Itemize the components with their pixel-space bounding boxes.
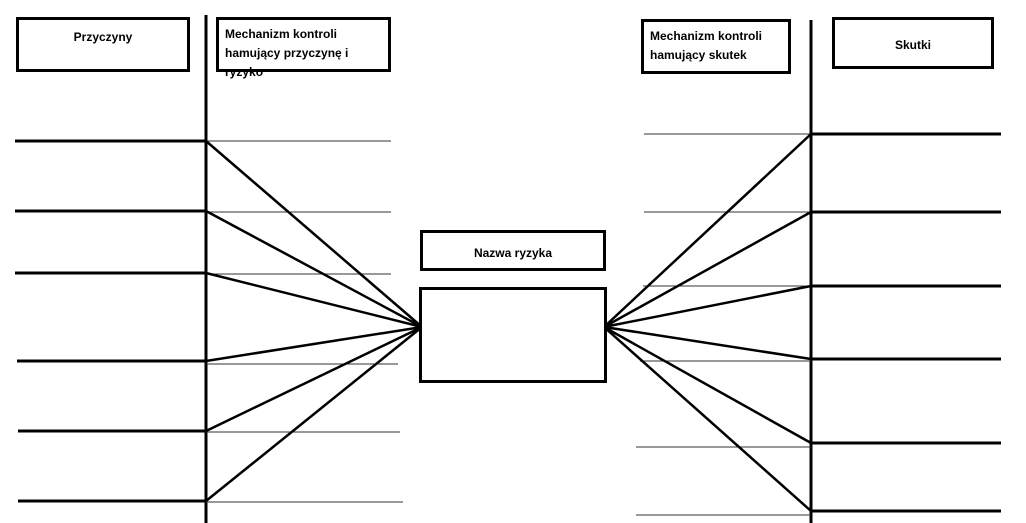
cause-connector-5 [205,325,423,433]
effect-connector-1 [603,133,812,328]
causes-header-box: Przyczyny [16,17,190,72]
risk-name-box: Nazwa ryzyka [420,230,606,271]
cause-connector-3 [205,271,423,329]
effect-controls-header-line1: Mechanizm kontroli [650,29,763,43]
risk-event-box [419,287,607,383]
cause-connector-1 [205,140,423,328]
effects-header-label: Skutki [894,38,931,52]
cause-controls-header-box: Mechanizm kontroli hamujący przyczynę i … [216,17,391,79]
effect-connector-5 [603,325,812,445]
effect-connector-2 [603,210,812,329]
effects-header-box: Skutki [832,17,994,69]
cause-connector-4 [205,325,423,363]
cause-controls-header-line2: hamujący przyczynę i ryzyko [225,46,349,79]
effect-controls-header-box: Mechanizm kontroli hamujący skutek [641,19,791,74]
cause-controls-header-line1: Mechanizm kontroli [225,27,338,41]
cause-connector-2 [205,209,423,329]
cause-connector-6 [205,326,423,502]
effect-connector-3 [603,284,812,329]
effect-controls-header-line2: hamujący skutek [650,48,747,62]
effect-connector-4 [603,325,812,361]
risk-name-label: Nazwa ryzyka [473,246,553,260]
causes-header-label: Przyczyny [73,30,133,44]
effect-connector-6 [603,326,812,512]
